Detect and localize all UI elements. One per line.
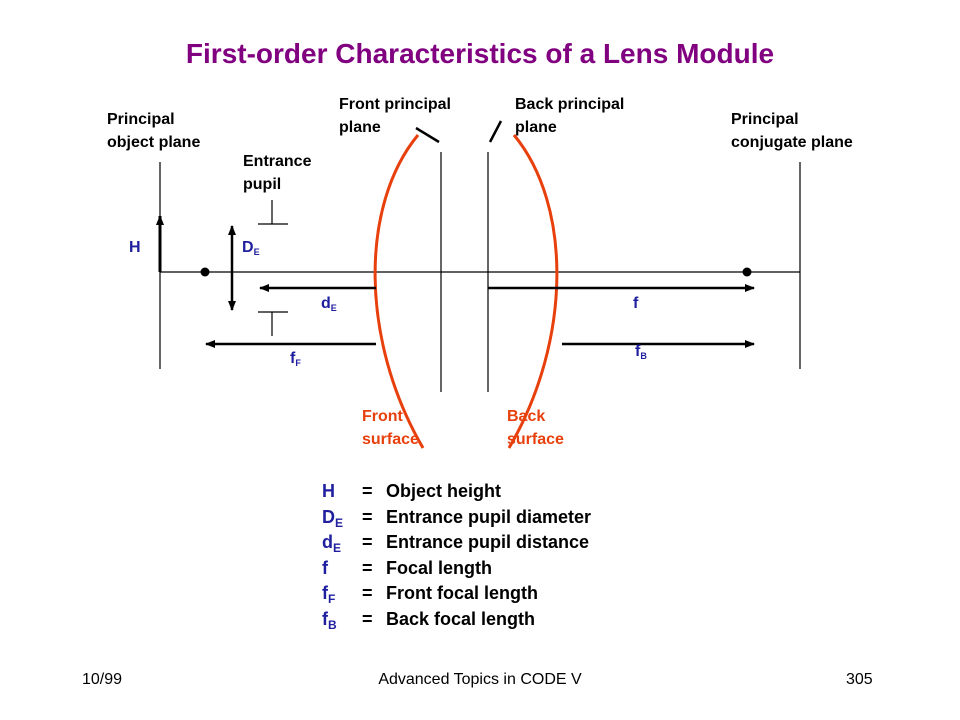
- front-focal-point: [200, 267, 210, 277]
- legend-description: Entrance pupil distance: [386, 532, 590, 553]
- principal-object-plane-label: Principal object plane: [107, 111, 201, 151]
- legend-symbol: H: [322, 481, 335, 501]
- symbol-dE: dE: [321, 295, 337, 313]
- legend-row: f = Focal length: [322, 556, 591, 582]
- slide-title: First-order Characteristics of a Lens Mo…: [185, 38, 775, 69]
- front-surface-label: Front surface: [362, 408, 419, 448]
- legend-symbol: fB: [322, 608, 337, 632]
- legend-description: Focal length: [386, 557, 493, 578]
- symbol-fF: fF: [290, 350, 301, 368]
- footer-course-title: Advanced Topics in CODE V: [378, 671, 582, 688]
- back-principal-plane-label: Back principal plane: [515, 96, 625, 136]
- legend-row: DE = Entrance pupil diameter: [322, 505, 591, 531]
- back-surface-label: Back surface: [507, 408, 564, 448]
- entrance-pupil-label: Entrance pupil: [243, 153, 312, 193]
- legend-equals: =: [362, 557, 373, 578]
- legend-symbol: DE: [322, 506, 344, 530]
- legend-description: Object height: [386, 481, 502, 501]
- legend-row: dE = Entrance pupil distance: [322, 530, 591, 556]
- legend-equals: =: [362, 506, 373, 527]
- principal-conjugate-plane-label: Principal conjugate plane: [731, 111, 853, 151]
- legend-equals: =: [362, 608, 373, 629]
- footer-date: 10/99: [82, 671, 123, 688]
- back-focal-point: [742, 267, 752, 277]
- legend-symbol: dE: [322, 532, 342, 556]
- back-principal-pointer: [488, 120, 503, 143]
- front-principal-plane-label: Front principal plane: [339, 96, 451, 136]
- legend-equals: =: [362, 532, 373, 553]
- front-surface-arc: [373, 134, 425, 449]
- front-principal-pointer: [415, 126, 440, 144]
- symbol-DE: DE: [242, 239, 260, 257]
- footer-page-number: 305: [846, 671, 873, 688]
- legend-equals: =: [362, 481, 373, 501]
- back-surface-arc: [507, 134, 559, 449]
- symbol-H: H: [129, 239, 141, 256]
- legend-symbol: f: [322, 557, 328, 578]
- legend-description: Front focal length: [386, 583, 538, 604]
- legend-description: Back focal length: [386, 608, 536, 629]
- legend-description: Entrance pupil diameter: [386, 506, 592, 527]
- legend-row: fB = Back focal length: [322, 607, 591, 633]
- legend-equals: =: [362, 583, 373, 604]
- symbol-f: f: [633, 295, 639, 312]
- symbol-fB: fB: [635, 343, 647, 361]
- legend-row: fF = Front focal length: [322, 581, 591, 607]
- legend: H = Object height DE = Entrance pupil di…: [322, 479, 591, 633]
- legend-symbol: fF: [322, 583, 336, 607]
- legend-row: H = Object height: [322, 479, 591, 505]
